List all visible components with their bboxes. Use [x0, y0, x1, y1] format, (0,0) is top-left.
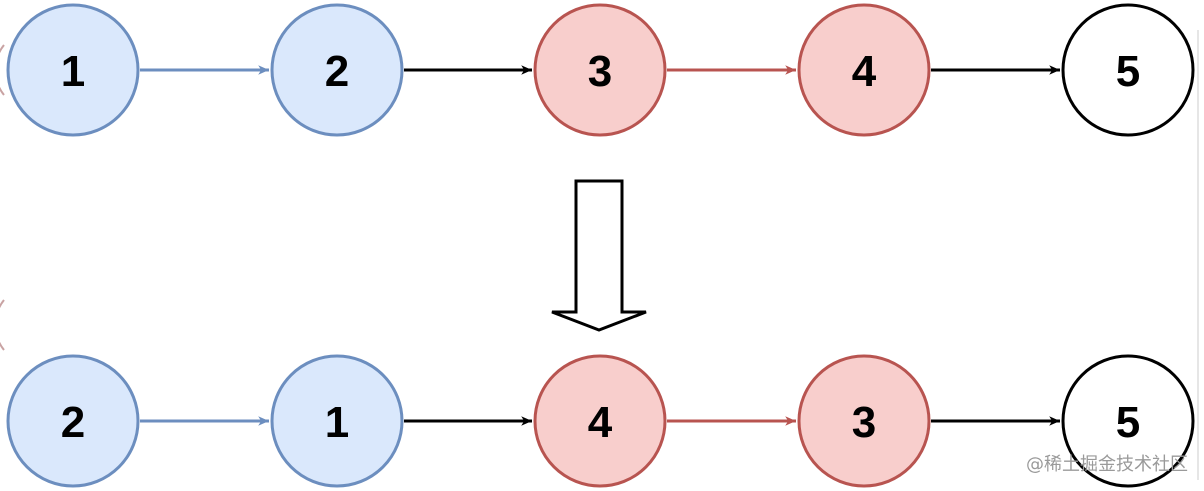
watermark: @稀土掘金技术社区 [1026, 454, 1188, 475]
bottom-row: 2 1 4 3 5 [6, 354, 1195, 488]
hollow-down-arrow-icon [551, 179, 647, 332]
node-label: 4 [588, 398, 613, 447]
node-1: 1 [6, 3, 140, 137]
node-circle [1061, 3, 1195, 137]
node-label: 1 [61, 47, 85, 96]
node-label: 5 [1116, 398, 1140, 447]
node-1: 1 [270, 354, 404, 488]
cropped-fragment-left-bottom [0, 299, 5, 351]
node-circle [533, 354, 667, 488]
node-label: 4 [852, 47, 877, 96]
node-label: 2 [325, 47, 349, 96]
node-2: 2 [6, 354, 140, 488]
node-label: 2 [61, 398, 85, 447]
node-2: 2 [270, 3, 404, 137]
node-circle [6, 3, 140, 137]
node-4: 4 [533, 354, 667, 488]
node-5: 5 [1061, 3, 1195, 137]
node-label: 1 [325, 398, 349, 447]
node-4: 4 [797, 3, 931, 137]
node-circle [533, 3, 667, 137]
node-circle [270, 3, 404, 137]
node-circle [797, 354, 931, 488]
node-3: 3 [797, 354, 931, 488]
top-row: 1 2 3 4 5 [6, 3, 1195, 137]
node-5: 5 [1061, 354, 1195, 488]
node-circle [797, 3, 931, 137]
node-circle [1061, 354, 1195, 488]
node-circle [6, 354, 140, 488]
node-circle [270, 354, 404, 488]
node-3: 3 [533, 3, 667, 137]
node-label: 5 [1116, 47, 1140, 96]
node-label: 3 [588, 47, 612, 96]
cropped-fragment-left-top [0, 44, 5, 96]
node-label: 3 [852, 398, 876, 447]
